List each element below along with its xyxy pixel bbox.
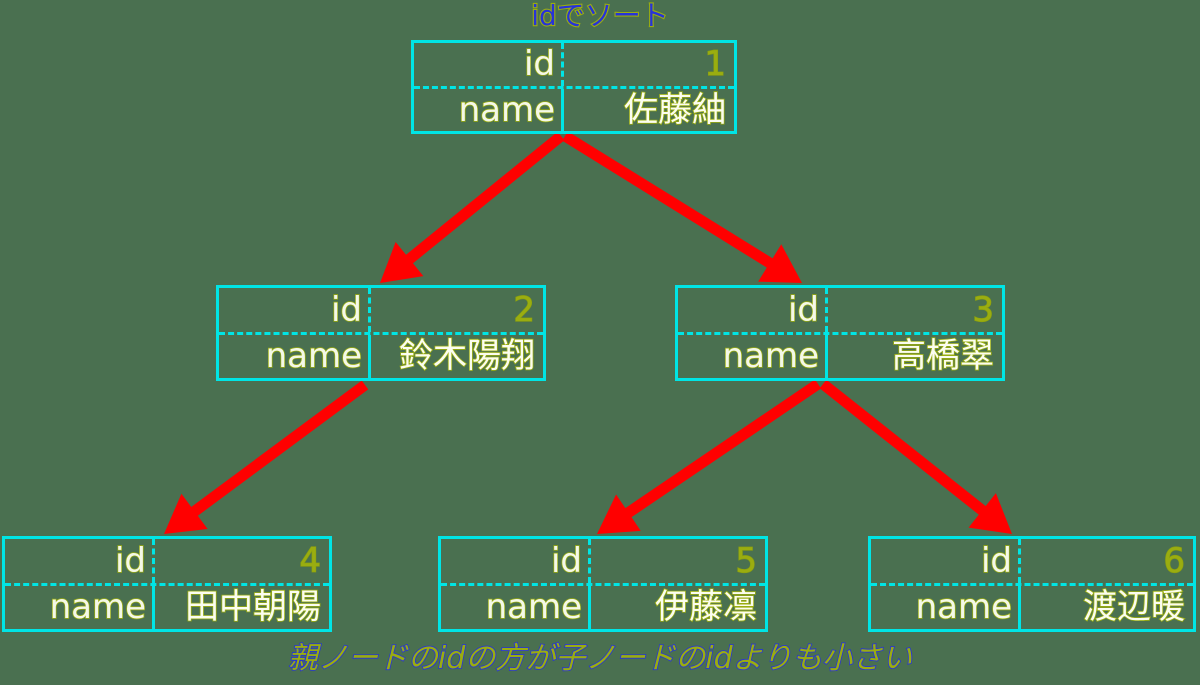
node-rr: id 6 name 渡辺暖	[868, 536, 1196, 632]
node-label-name: name	[485, 587, 583, 628]
arrow-head	[758, 244, 802, 283]
node-root: id 1 name 佐藤紬	[411, 40, 737, 134]
node-value-name: 高橋翠	[891, 336, 995, 377]
node-label-id: id	[550, 540, 583, 581]
node-value-id: 3	[972, 289, 995, 330]
node-value-name: 佐藤紬	[623, 89, 727, 130]
node-value-id: 6	[1163, 540, 1186, 581]
node-label-id: id	[330, 289, 363, 330]
node-value-name: 渡辺暖	[1082, 587, 1186, 628]
bottom-caption: 親ノードのidの方が子ノードのidよりも小さい	[287, 641, 913, 676]
right-to-rr	[819, 379, 1012, 534]
node-label-id: id	[523, 44, 556, 85]
node-value-id: 2	[513, 289, 536, 330]
node-label-name: name	[49, 587, 147, 628]
arrow-head	[597, 494, 641, 534]
node-row-id: id 6	[871, 539, 1193, 586]
node-label-name: name	[915, 587, 1013, 628]
node-value-name: 鈴木陽翔	[398, 336, 536, 377]
node-label-id: id	[980, 540, 1013, 581]
top-caption: idでソート	[530, 0, 670, 32]
node-row-name: name 高橋翠	[678, 334, 1002, 378]
node-row-id: id 3	[678, 288, 1002, 335]
node-label-id: id	[787, 289, 820, 330]
node-label-id: id	[114, 540, 147, 581]
node-rl: id 5 name 伊藤凛	[438, 536, 768, 632]
node-label-name: name	[458, 89, 556, 130]
node-value-name: 伊藤凛	[654, 587, 758, 628]
node-row-id: id 1	[414, 43, 734, 89]
right-to-rl	[597, 379, 822, 534]
arrow-head	[164, 493, 208, 534]
node-value-name: 田中朝陽	[184, 587, 322, 628]
node-value-id: 5	[735, 540, 758, 581]
node-left: id 2 name 鈴木陽翔	[216, 285, 546, 381]
node-row-name: name 渡辺暖	[871, 585, 1193, 629]
node-row-id: id 5	[441, 539, 765, 586]
arrow-head	[380, 241, 424, 283]
node-value-id: 1	[704, 44, 727, 85]
node-row-name: name 田中朝陽	[5, 585, 329, 629]
node-value-id: 4	[299, 540, 322, 581]
node-row-name: name 佐藤紬	[414, 88, 734, 131]
left-to-ll	[164, 380, 369, 534]
node-row-name: name 鈴木陽翔	[219, 334, 543, 378]
node-label-name: name	[722, 336, 820, 377]
node-ll: id 4 name 田中朝陽	[2, 536, 332, 632]
node-right: id 3 name 高橋翠	[675, 285, 1005, 381]
node-row-id: id 2	[219, 288, 543, 335]
root-to-right	[562, 131, 802, 283]
root-to-left	[380, 131, 565, 283]
node-row-name: name 伊藤凛	[441, 585, 765, 629]
arrow-head	[968, 493, 1012, 534]
node-row-id: id 4	[5, 539, 329, 586]
node-label-name: name	[265, 336, 363, 377]
